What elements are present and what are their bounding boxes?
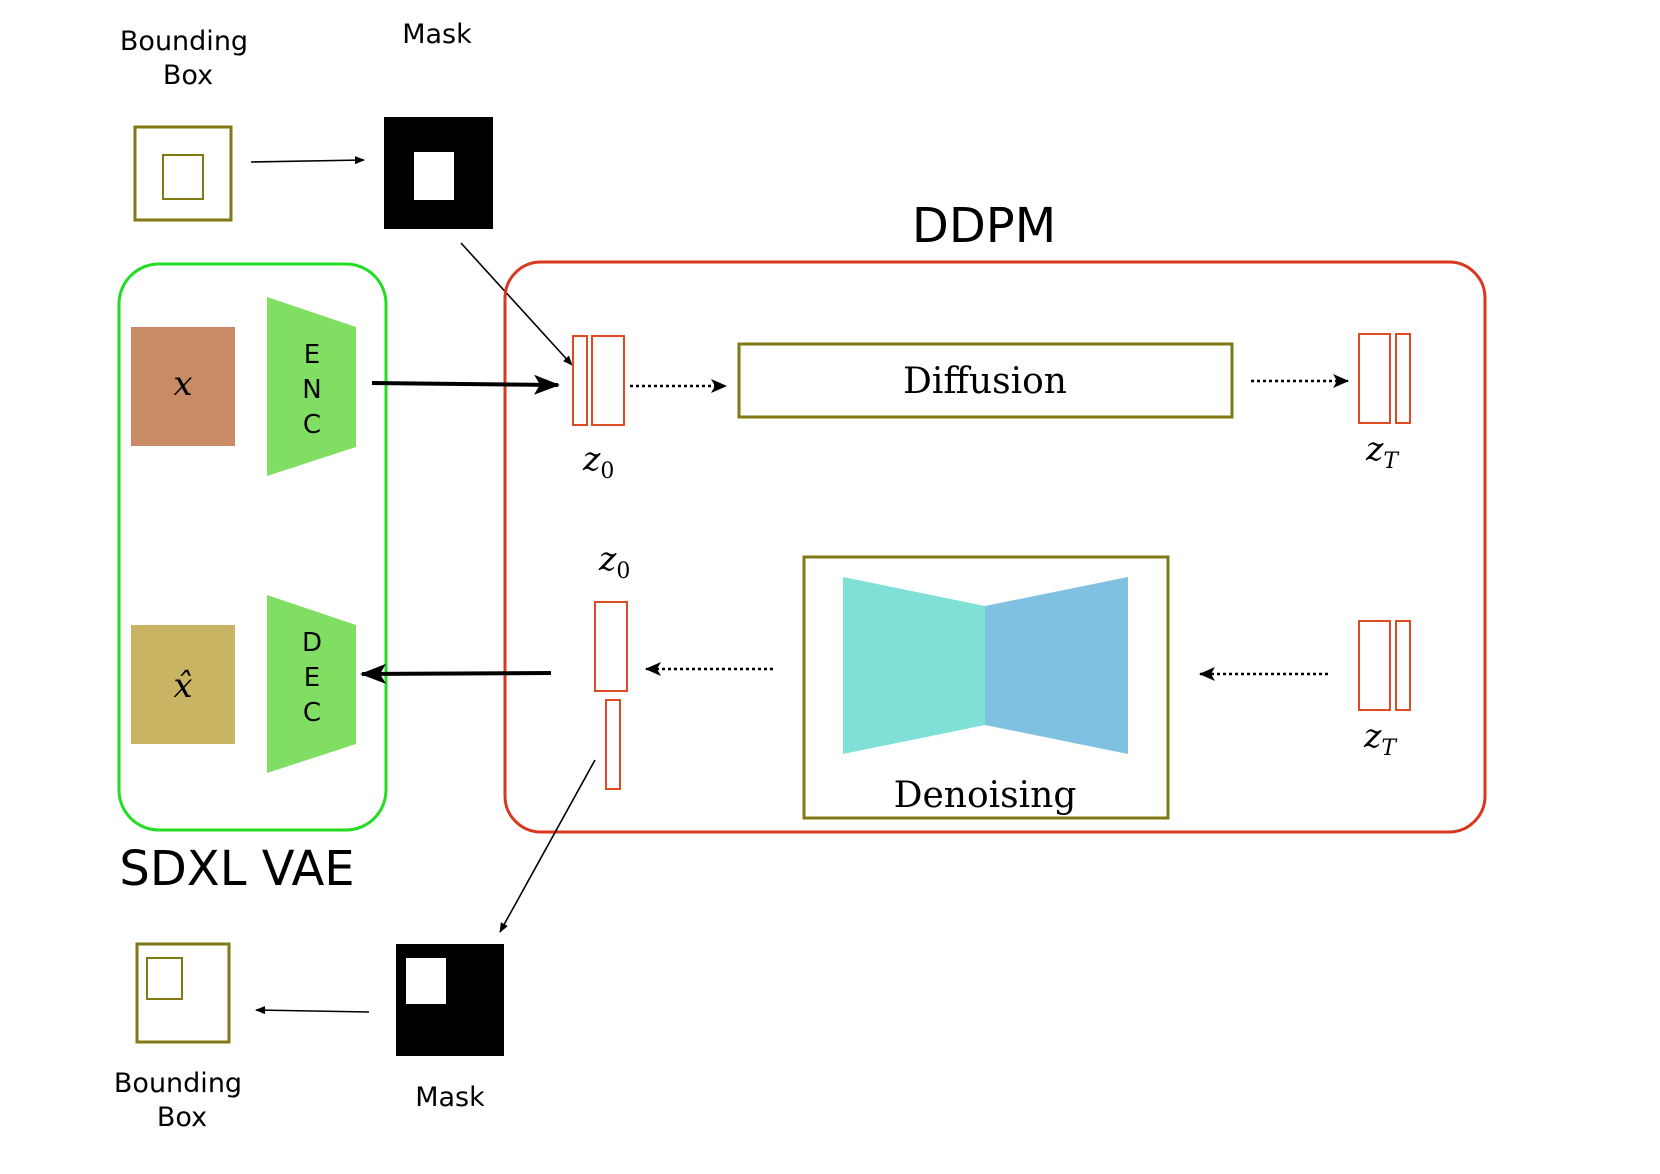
ddpm-frame	[503, 260, 1487, 834]
z0-to-decoder-arrow	[360, 663, 552, 684]
bottom-mask-hole	[406, 958, 446, 1004]
denoising-label: Denoising	[894, 775, 1077, 816]
z0-latent-mask-channel	[572, 335, 588, 426]
encoder-block	[267, 297, 356, 476]
bottom-bounding-box-inner	[146, 957, 183, 1000]
top-bounding-box-inner	[162, 154, 204, 200]
zt-latent-main-reverse	[1358, 620, 1391, 711]
decoder-block	[267, 595, 356, 773]
decoder-letter-c: C	[303, 698, 321, 728]
z0-latent-main-reverse	[594, 601, 628, 692]
vae-frame	[117, 262, 388, 832]
ddpm-title: DDPM	[912, 198, 1056, 254]
zt-label-reverse: zT	[1363, 716, 1398, 761]
vae-title: SDXL VAE	[119, 841, 354, 897]
top-bbox-label-line1: Bounding	[120, 26, 248, 57]
input-image-symbol: x	[173, 364, 192, 404]
zt-latent-main-forward	[1358, 333, 1391, 424]
decoder-letter-d: D	[302, 628, 322, 658]
output-image-xhat	[131, 625, 235, 744]
bottom-mask-label: Mask	[415, 1082, 485, 1113]
z0-latent-mask-channel-reverse	[605, 699, 621, 790]
z0-mask-to-mask-arrow	[499, 759, 596, 933]
mask-to-bottom-bbox-arrow	[255, 1006, 370, 1015]
unet-decoder-half	[985, 577, 1128, 754]
bottom-bbox-label-line1: Bounding	[114, 1068, 242, 1099]
bottom-bbox-label-line2: Box	[157, 1102, 207, 1133]
zt-label-forward: zT	[1365, 429, 1400, 474]
output-image-symbol: x̂	[173, 666, 192, 706]
zt-latent-mask-channel-reverse	[1395, 620, 1411, 711]
unet-encoder-half	[843, 577, 985, 754]
encoder-letter-n: N	[302, 375, 321, 405]
diffusion-label: Diffusion	[903, 361, 1067, 402]
z0-label-forward: z0	[582, 439, 614, 484]
denoising-box	[802, 555, 1170, 820]
top-bounding-box-outer	[133, 125, 233, 222]
mask-to-z0-arrow	[460, 242, 573, 366]
top-bbox-label-line2: Box	[163, 60, 213, 91]
top-bbox-to-mask-arrow	[250, 156, 365, 165]
bottom-bounding-box-outer	[135, 942, 231, 1044]
diffusion-box	[737, 342, 1234, 419]
top-mask-hole	[414, 152, 454, 200]
z0-latent-main	[591, 335, 625, 426]
zt-latent-mask-channel-forward	[1395, 333, 1411, 424]
encoder-letter-e: E	[304, 340, 320, 370]
top-mask-label: Mask	[402, 19, 472, 50]
decoder-letter-e: E	[304, 663, 320, 693]
encoder-letter-c: C	[303, 410, 321, 440]
input-image-x	[131, 327, 235, 446]
z0-label-reverse: z0	[598, 539, 630, 584]
encoder-to-z0-arrow	[371, 374, 560, 395]
